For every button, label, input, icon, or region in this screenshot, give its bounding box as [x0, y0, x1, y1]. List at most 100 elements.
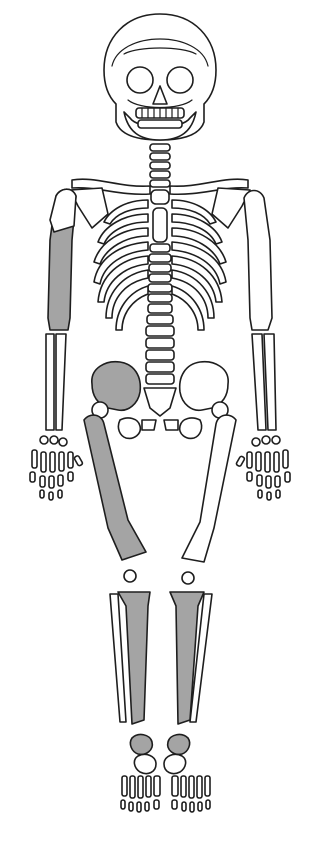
thoracic-vertebra — [148, 304, 172, 313]
right-ulna — [56, 334, 66, 430]
left-foot — [164, 735, 210, 812]
right-foot — [121, 735, 160, 812]
thoracic-vertebra — [147, 315, 173, 324]
right-talus — [130, 735, 152, 755]
cervical-vertebra — [150, 144, 170, 151]
sternum — [151, 190, 169, 242]
left-leg — [170, 402, 236, 724]
left-hand — [236, 436, 290, 500]
vertebral-column — [144, 144, 176, 416]
cervical-vertebra — [150, 153, 170, 160]
phalanx — [172, 800, 177, 809]
right-radius — [46, 334, 54, 430]
thumb-phalanx — [74, 455, 83, 466]
phalanx — [285, 472, 290, 482]
metacarpal — [247, 452, 252, 468]
phalanx — [198, 802, 202, 811]
lumbar-vertebra — [146, 362, 174, 372]
metacarpal — [256, 452, 261, 471]
phalanx — [121, 800, 125, 809]
left-talus — [168, 735, 190, 755]
lumbar-vertebra — [146, 338, 174, 348]
thoracic-vertebra — [148, 284, 172, 292]
metacarpal — [32, 450, 37, 468]
right-leg — [84, 402, 150, 724]
carpal — [252, 438, 260, 446]
right-calcaneus — [134, 754, 156, 773]
metatarsal — [122, 776, 127, 796]
phalanx — [49, 476, 54, 488]
thumb-phalanx — [236, 456, 245, 467]
metatarsal — [197, 776, 202, 798]
skull — [104, 14, 216, 140]
metatarsal — [189, 776, 194, 798]
metatarsal — [181, 776, 186, 797]
metatarsal — [138, 776, 143, 798]
phalanx — [49, 492, 53, 500]
lumbar-vertebra — [146, 326, 174, 336]
metacarpal — [274, 452, 279, 472]
cervical-vertebra — [150, 180, 170, 187]
left-orbit — [167, 67, 193, 93]
phalanx — [247, 472, 252, 481]
carpal — [40, 436, 48, 444]
phalanx — [58, 490, 62, 498]
right-ischium — [118, 418, 140, 438]
carpal — [59, 438, 67, 446]
metacarpal — [68, 452, 73, 468]
right-fibula — [110, 594, 126, 722]
metacarpal — [265, 452, 270, 472]
carpal — [272, 436, 280, 444]
metatarsal — [146, 776, 151, 797]
phalanx — [190, 802, 194, 812]
phalanx — [267, 492, 271, 500]
phalanx — [258, 490, 262, 498]
phalanx — [145, 802, 149, 811]
left-arm — [244, 191, 276, 431]
left-patella — [182, 572, 194, 584]
phalanx — [206, 800, 210, 809]
left-ischium — [180, 418, 202, 438]
upper-teeth-lines — [142, 108, 178, 118]
metatarsal — [205, 776, 210, 796]
phalanx — [30, 472, 35, 482]
right-hand — [30, 436, 83, 500]
cervical-vertebra — [150, 171, 170, 178]
lumbar-vertebra — [146, 350, 174, 360]
cervical-vertebra — [150, 162, 170, 169]
phalanx — [40, 490, 44, 498]
sacrum — [144, 388, 176, 416]
phalanx — [276, 490, 280, 498]
lower-teeth — [138, 120, 182, 128]
phalanx — [137, 802, 141, 812]
phalanx — [58, 475, 63, 486]
phalanx — [68, 472, 73, 481]
carpal — [262, 436, 270, 444]
phalanx — [182, 802, 186, 811]
carpal — [50, 436, 58, 444]
metatarsal — [154, 776, 160, 796]
phalanx — [275, 476, 280, 487]
right-pubis — [142, 420, 156, 430]
metacarpal — [59, 452, 64, 471]
metacarpal — [41, 452, 46, 472]
left-pubis — [164, 420, 178, 430]
metacarpal — [50, 452, 55, 472]
thoracic-vertebra — [149, 264, 171, 272]
metacarpal — [283, 450, 288, 468]
phalanx — [40, 476, 45, 487]
phalanx — [266, 476, 271, 488]
manubrium — [151, 190, 169, 204]
right-femur — [84, 415, 146, 560]
metatarsal — [172, 776, 178, 796]
left-calcaneus — [164, 754, 186, 773]
phalanx — [129, 802, 133, 811]
thoracic-vertebra — [149, 254, 171, 262]
thoracic-vertebra — [150, 244, 170, 252]
right-humerus-head-preserved — [50, 189, 76, 232]
right-arm — [46, 189, 76, 430]
phalanx — [257, 475, 262, 486]
right-orbit — [127, 67, 153, 93]
